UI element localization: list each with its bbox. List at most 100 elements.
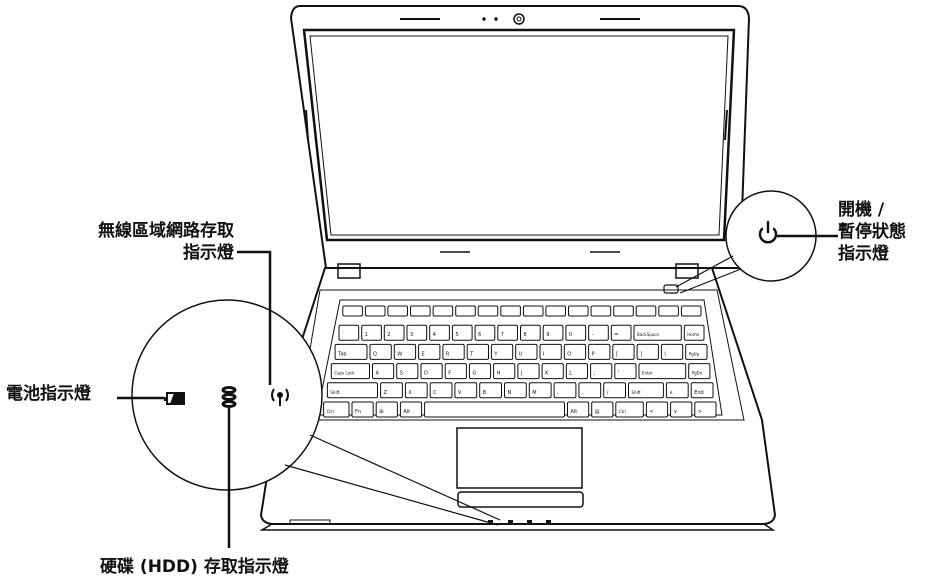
keyboard-key-label: Caps Lock — [334, 371, 355, 376]
keyboard-key-label: Ctrl — [327, 409, 334, 414]
keyboard-key-label: L — [569, 371, 572, 377]
keyboard-key — [628, 382, 664, 399]
keyboard-key — [418, 343, 441, 360]
keyboard-key-label: ; — [594, 371, 596, 377]
keyboard-key — [517, 363, 540, 380]
keyboard-key — [351, 401, 374, 418]
keyboard-key-label: Shift — [330, 390, 340, 395]
keyboard-key — [610, 324, 632, 341]
keyboard-key-label: \ — [664, 351, 666, 357]
keyboard-key-label: Tab — [337, 351, 346, 357]
keyboard-key-label: Enter — [642, 371, 653, 376]
keyboard-key — [541, 363, 564, 380]
keyboard-key — [588, 324, 609, 341]
keyboard-key — [424, 401, 565, 418]
keyboard-key — [380, 382, 403, 399]
keyboard-key — [638, 363, 687, 380]
keyboard-key-label: G — [472, 371, 476, 377]
keyboard-key — [635, 305, 657, 317]
keyboard-key — [590, 363, 613, 380]
keyboard-key-label: PgDn — [692, 371, 703, 376]
keyboard-key-label: Home — [687, 332, 699, 337]
wlan-indicator-label: 無線區域網路存取 指示燈 — [56, 220, 234, 264]
keyboard-key-label: = — [614, 332, 618, 338]
keyboard-key — [383, 324, 405, 341]
laptop-base — [259, 267, 777, 531]
touchpad-button — [457, 491, 584, 508]
keyboard-key — [613, 305, 634, 317]
keyboard-key — [658, 305, 679, 317]
keyboard-key-label: X — [408, 390, 412, 396]
keyboard-key — [468, 363, 492, 380]
keyboard-key — [429, 324, 450, 341]
keyboard-key-label: PgUp — [689, 351, 700, 356]
keyboard-key — [520, 324, 541, 341]
keyboard-key — [578, 382, 602, 399]
keyboard-key — [680, 305, 702, 317]
keyboard-key — [665, 382, 689, 399]
keyboard-key — [396, 363, 419, 380]
keyboard-key-label: > — [698, 409, 702, 415]
keyboard-key — [553, 382, 577, 399]
keyboard-key-label: J — [520, 371, 522, 377]
power-icon — [758, 220, 778, 244]
keyboard-key-label: ⊞ — [379, 409, 383, 415]
keyboard-key — [612, 343, 635, 360]
keyboard-key-label: N — [508, 390, 512, 396]
keyboard-key — [338, 324, 360, 341]
keyboard-key-label: - — [592, 332, 594, 338]
keyboard-key — [410, 305, 431, 317]
keyboard-key-label: Z — [384, 390, 388, 396]
keyboard-key — [545, 305, 567, 317]
keyboard-key — [420, 363, 443, 380]
keyboard-key-label: Ctrl — [619, 409, 626, 414]
keyboard-key — [645, 401, 669, 418]
keyboard-key-label: BackSpace — [637, 332, 659, 337]
keyboard-key — [528, 382, 552, 399]
keyboard-key-label: ' — [618, 371, 619, 377]
wlan-leader — [237, 250, 272, 385]
keyboard-key — [588, 343, 611, 360]
keyboard-key — [404, 382, 428, 399]
battery-icon — [164, 392, 185, 405]
keyboard-key-label: ▤ — [595, 409, 600, 415]
keyboard-key — [522, 305, 544, 317]
power-button — [663, 284, 679, 294]
keyboard-key-label: Shift — [632, 390, 642, 395]
keyboard-key — [563, 343, 587, 360]
keyboard-key-label: F — [448, 371, 451, 377]
keyboard-key — [399, 401, 423, 418]
webcam — [513, 13, 525, 25]
keyboard-key-label: I — [543, 351, 544, 357]
keyboard-key-label: A — [376, 371, 380, 377]
keyboard-key-label: M — [532, 390, 536, 396]
keyboard-key-label: 0 — [569, 332, 572, 338]
keyboard-key-label: R — [446, 351, 450, 357]
keyboard-key — [444, 363, 467, 380]
keyboard-key — [455, 305, 476, 317]
keyboard-key — [442, 343, 465, 360]
keyboard-key-label: 2 — [387, 332, 390, 338]
keyboard-key — [364, 305, 386, 317]
keyboard-key-label: U — [519, 351, 523, 357]
keyboard-key-label: C — [433, 390, 437, 396]
keyboard-key-label: B — [483, 390, 487, 396]
keyboard-key-label: ` — [342, 332, 345, 338]
keyboard-key-label: 6 — [478, 332, 481, 338]
keyboard-key — [500, 305, 521, 317]
keyboard-key — [323, 401, 350, 418]
keyboard-key-label: Fn — [355, 409, 361, 415]
keyboard-key-label: 1 — [365, 332, 368, 338]
keyboard-key — [432, 305, 454, 317]
keyboard-key — [375, 401, 398, 418]
keyboard-key-label: 7 — [501, 332, 504, 338]
keyboard-key — [493, 363, 516, 380]
hdd-icon — [221, 386, 237, 408]
keyboard-key — [406, 324, 428, 341]
keyboard-key — [636, 343, 659, 360]
keyboard-key-label: 3 — [410, 332, 413, 338]
keyboard-key-label: 8 — [524, 332, 527, 338]
keyboard-key — [342, 305, 363, 317]
power-label-line3: 指示燈 — [838, 244, 889, 264]
